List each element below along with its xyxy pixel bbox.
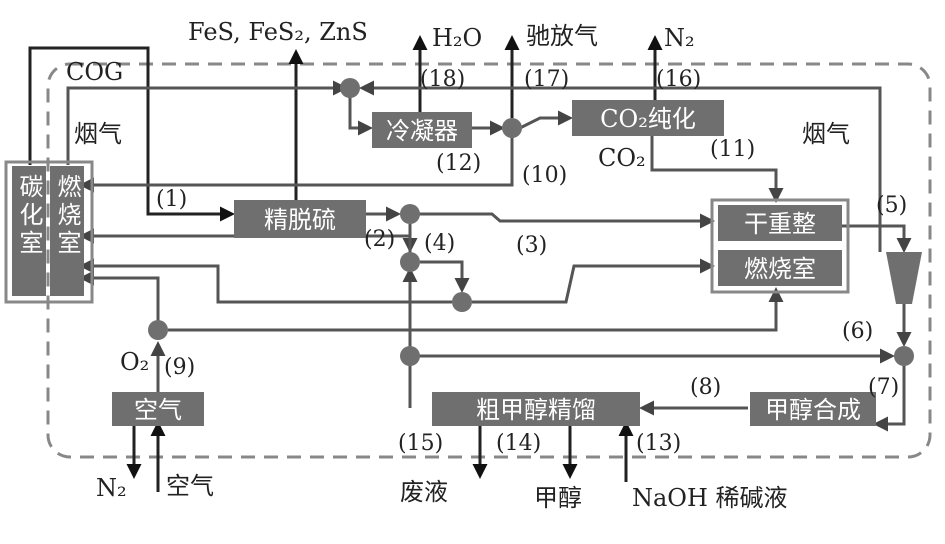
reformer-frame [710, 198, 850, 294]
compressor-icon [886, 252, 922, 304]
co2-label: CO₂ [598, 144, 646, 172]
air-separation-label: 空气 [134, 396, 182, 424]
stream-number-18: (18) [420, 67, 465, 92]
methanol-label: 甲醇 [534, 484, 582, 512]
stream-number-2: (2) [364, 227, 395, 252]
stream-number-13: (13) [636, 431, 681, 456]
combustion-chamber-left-box [50, 166, 84, 296]
stream-3 [418, 212, 715, 229]
stream-number-8: (8) [690, 375, 721, 400]
h2o-label: H₂O [432, 24, 482, 52]
flue-gas-right-label: 烟气 [802, 120, 850, 148]
stream-number-10: (10) [522, 163, 567, 188]
stream-number-1: (1) [156, 187, 187, 212]
stream-number-9: (9) [164, 355, 195, 380]
purge-gas-label: 驰放气 [526, 22, 598, 50]
fine-desulfurization-box [234, 200, 366, 238]
combustion-chamber-right-box [718, 250, 842, 286]
o2-label: O₂ [120, 348, 149, 376]
stream-number-11: (11) [710, 137, 755, 162]
dry-reforming-box [718, 205, 842, 241]
air-in-label: 空气 [166, 472, 214, 500]
condenser-label: 冷凝器 [386, 117, 458, 145]
condenser-box [372, 112, 472, 148]
fine-desulfurization-label: 精脱硫 [264, 206, 336, 234]
stream-4-left [79, 228, 412, 262]
stream-number-4: (4) [424, 231, 455, 256]
air-separation-box [112, 392, 204, 426]
crude-methanol-distillation-label: 粗甲醇精馏 [476, 396, 596, 424]
carbonization-chamber-label: 碳化室 [15, 174, 43, 258]
stream-co2-return [359, 80, 882, 252]
stream-number-14: (14) [496, 431, 541, 456]
stream-to-condenser [348, 88, 373, 136]
stream-number-15: (15) [398, 431, 443, 456]
methanol-synthesis-box [750, 392, 876, 426]
stream-to-co2 [519, 110, 573, 130]
system-boundary [46, 62, 932, 459]
stream-number-6: (6) [842, 319, 873, 344]
waste-liquid-label: 废液 [400, 478, 448, 506]
stream-number-12: (12) [436, 151, 481, 176]
stream-cog [28, 46, 235, 222]
stream-flue-gas-top [66, 80, 348, 165]
junction-6 [894, 346, 914, 366]
junction-2 [400, 204, 420, 224]
methanol-synthesis-label: 甲醇合成 [765, 396, 861, 424]
crude-methanol-distillation-box [432, 392, 640, 426]
junction-lower [452, 292, 472, 312]
flue-gas-left-label: 烟气 [74, 120, 122, 148]
carbonization-chamber-box [12, 166, 46, 296]
stream-number-16: (16) [656, 67, 701, 92]
naoh-label: NaOH 稀碱液 [632, 484, 788, 512]
co2-purification-box [572, 100, 724, 136]
cog-label: COG [66, 58, 123, 86]
stream-number-5: (5) [876, 193, 907, 218]
stream-to-left-combustion [79, 258, 452, 304]
stream-o2-up [79, 270, 160, 330]
stream-4b [420, 260, 470, 293]
stream-to-right-combustion [472, 258, 715, 304]
stream-11 [650, 132, 784, 203]
stream-number-3: (3) [516, 233, 547, 258]
combustion-chamber-left-label: 燃烧室 [53, 174, 81, 258]
coke-oven-frame [4, 160, 94, 304]
stream-o2-right [168, 287, 784, 332]
dry-reforming-label: 干重整 [744, 210, 816, 238]
junction-top [340, 78, 360, 98]
sulfides-label: FeS, FeS₂, ZnS [188, 18, 368, 46]
stream-number-17: (17) [524, 67, 569, 92]
junction-o2 [148, 320, 168, 340]
n2-top-label: N₂ [664, 24, 695, 52]
co2-purification-label: CO₂纯化 [600, 105, 696, 133]
stream-7 [873, 366, 906, 432]
junction-4 [400, 252, 420, 272]
junction-recycle [400, 346, 420, 366]
combustion-chamber-right-label: 燃烧室 [744, 255, 816, 283]
stream-number-7: (7) [868, 375, 899, 400]
stream-5 [842, 224, 912, 253]
stream-10 [79, 128, 514, 193]
n2-bottom-label: N₂ [96, 474, 127, 502]
junction-condenser-out [502, 118, 522, 138]
